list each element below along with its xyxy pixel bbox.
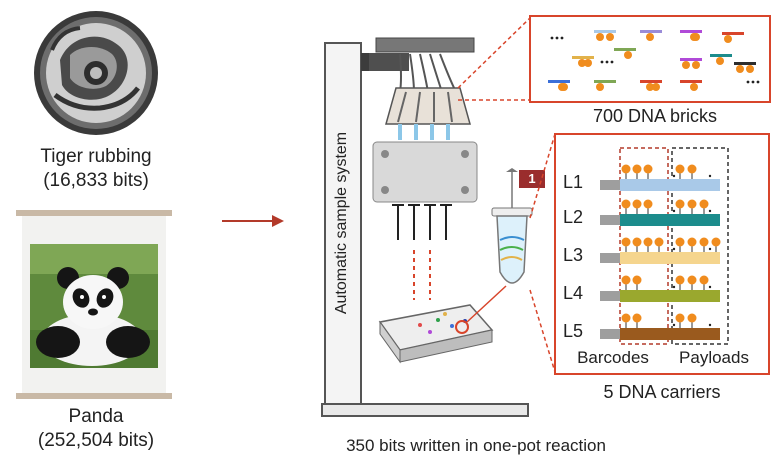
carrier-connectors xyxy=(529,133,556,373)
tiger-title: Tiger rubbing xyxy=(40,146,152,167)
tiger-rubbing-image xyxy=(34,11,158,135)
lane-label-2: L2 xyxy=(563,207,584,227)
sample-system-frame xyxy=(321,37,529,417)
flag-number: 1 xyxy=(528,171,536,186)
pipette-tips xyxy=(392,204,452,240)
dna-brick xyxy=(572,56,594,67)
caption: 350 bits written in one-pot reaction xyxy=(346,436,606,455)
dna-brick xyxy=(680,80,702,91)
carrier-lane xyxy=(600,164,720,191)
carrier-lanes xyxy=(600,164,721,340)
ellipsis-dots xyxy=(600,60,614,64)
dna-brick xyxy=(640,30,662,41)
bricks-connectors xyxy=(457,17,531,101)
pipette-block xyxy=(372,141,478,203)
lane-label-4: L4 xyxy=(563,283,584,303)
ellipsis-dots xyxy=(746,80,760,84)
payloads-label: Payloads xyxy=(679,348,749,367)
flag xyxy=(519,170,545,188)
lane-label-3: L3 xyxy=(563,245,584,265)
dna-brick xyxy=(640,80,662,91)
dna-brick xyxy=(680,58,702,69)
lane-label-5: L5 xyxy=(563,321,584,341)
dna-bricks-glyphs xyxy=(548,30,760,91)
carrier-lane xyxy=(600,313,720,340)
dna-brick xyxy=(734,62,756,73)
carrier-lane xyxy=(600,199,720,226)
ellipsis-dots xyxy=(550,36,564,40)
bricks-label: 700 DNA bricks xyxy=(592,106,718,126)
carriers-label: 5 DNA carriers xyxy=(603,382,721,402)
dna-brick xyxy=(594,80,616,91)
barcodes-bracket xyxy=(619,147,669,345)
carrier-lane xyxy=(600,237,721,264)
dna-brick xyxy=(614,48,636,59)
panda-bits: (252,504 bits) xyxy=(37,430,155,451)
barcodes-label: Barcodes xyxy=(577,348,649,367)
dna-brick xyxy=(680,30,702,41)
lane-label-1: L1 xyxy=(563,172,584,192)
dna-brick xyxy=(710,54,732,65)
plate-to-tube-line xyxy=(466,285,507,323)
dispensing-head xyxy=(385,87,471,140)
reaction-tube xyxy=(491,168,533,284)
dna-brick xyxy=(722,32,744,43)
payloads-bracket xyxy=(671,147,729,345)
well-plate xyxy=(378,304,494,364)
system-label: Automatic sample system xyxy=(333,131,350,315)
panda-title: Panda xyxy=(68,406,124,427)
tiger-bits: (16,833 bits) xyxy=(43,170,149,191)
dna-brick xyxy=(548,80,570,91)
flow-arrow xyxy=(222,215,284,227)
dna-brick xyxy=(594,30,616,41)
panda-scroll-image xyxy=(16,210,172,399)
carrier-lane xyxy=(600,275,720,302)
drop-lines xyxy=(413,250,431,300)
